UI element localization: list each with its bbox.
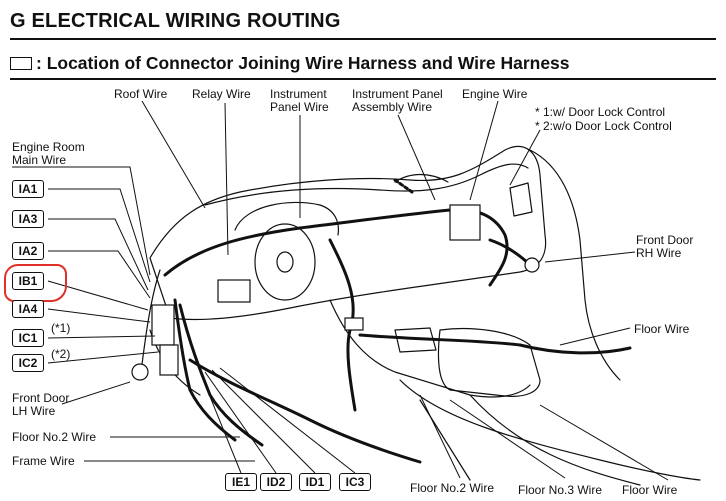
title-underline	[10, 38, 716, 40]
leader-ic3	[219, 367, 356, 474]
leader-front-door-lh	[61, 381, 131, 405]
connector-ic2: IC2	[12, 354, 44, 372]
steering-wheel	[254, 223, 316, 301]
section-subtitle: : Location of Connector Joining Wire Har…	[10, 53, 570, 74]
page-title: G ELECTRICAL WIRING ROUTING	[10, 10, 341, 32]
right-door-edge	[529, 149, 621, 381]
connector-ia1: IA1	[12, 180, 44, 198]
floor-contour-2	[419, 399, 471, 481]
leader-ib1	[47, 280, 149, 311]
label-note-2: * 2:w/o Door Lock Control	[535, 119, 672, 133]
label-engine-wire: Engine Wire	[462, 87, 528, 101]
label-engine-room-main-2: Main Wire	[12, 153, 67, 167]
left-junction	[151, 304, 175, 346]
label-floor-no2-bottom: Floor No.2 Wire	[410, 481, 495, 495]
connector-id2: ID2	[260, 473, 292, 491]
label-instrument-panel-wire-2: Panel Wire	[270, 100, 329, 114]
connector-ia2: IA2	[12, 242, 44, 260]
label-front-door-rh-1: Front Door	[636, 233, 694, 247]
console-connector	[344, 317, 364, 331]
left-junction-2	[159, 344, 179, 376]
leader-id1	[211, 369, 316, 474]
label-ip-assembly-wire-1: Instrument Panel	[352, 87, 443, 101]
harness-left-down	[173, 298, 237, 442]
label-floor-wire: Floor Wire	[634, 322, 690, 336]
air-vent-right	[509, 182, 533, 217]
label-front-door-lh-2: LH Wire	[12, 404, 56, 418]
label-floor-bottom: Floor Wire	[622, 483, 678, 497]
label-roof-wire: Roof Wire	[114, 87, 168, 101]
leader-ic2	[47, 351, 159, 364]
label-instrument-panel-wire-1: Instrument	[270, 87, 327, 101]
leader-floor-no2-bottom	[419, 394, 461, 479]
cluster-hood	[234, 201, 340, 236]
connector-ia4: IA4	[12, 300, 44, 318]
label-note-1: * 1:w/ Door Lock Control	[535, 105, 666, 119]
subtitle-underline	[10, 78, 716, 80]
leader-note	[509, 129, 541, 186]
main-harness	[163, 208, 509, 287]
door-rh-grommet	[524, 257, 540, 273]
leader-ic1	[47, 335, 156, 339]
label-front-door-rh-2: RH Wire	[636, 246, 682, 260]
steering-hub	[276, 251, 294, 273]
label-engine-room-main-1: Engine Room	[12, 140, 85, 154]
leader-ia4	[47, 308, 151, 323]
leader-ia2	[48, 250, 151, 299]
label-floor-no2-left: Floor No.2 Wire	[12, 430, 97, 444]
harness-left-down-2	[178, 303, 264, 447]
leader-floor-wire	[559, 327, 631, 346]
label-frame-wire: Frame Wire	[12, 454, 75, 468]
label-relay-wire: Relay Wire	[192, 87, 251, 101]
label-ip-assembly-wire-2: Assembly Wire	[352, 100, 433, 114]
leader-engine-room-main	[12, 166, 151, 276]
engine-bay-edge	[394, 173, 449, 183]
leader-engine-wire	[469, 100, 499, 201]
leader-ia3	[48, 218, 149, 291]
harness-floor	[358, 333, 632, 355]
dashboard-top-edge	[204, 163, 529, 206]
label-front-door-lh-1: Front Door	[12, 391, 70, 405]
harness-right-door	[488, 238, 532, 267]
floor-contour	[399, 379, 701, 481]
dashboard-outline	[149, 145, 547, 321]
door-lh-grommet	[131, 363, 149, 381]
console-box	[437, 327, 541, 397]
center-console	[329, 299, 531, 398]
relay-block	[217, 279, 251, 303]
rectangle-symbol-icon	[10, 57, 32, 70]
leader-roof-wire	[141, 100, 206, 209]
harness-center-down	[188, 358, 422, 464]
leader-front-door-rh	[544, 251, 636, 263]
label-ic1-note: (*1)	[51, 321, 71, 335]
leader-ie1	[199, 371, 242, 474]
connector-ic3: IC3	[339, 473, 371, 491]
subtitle-text: : Location of Connector Joining Wire Har…	[36, 53, 570, 73]
shift-area	[394, 327, 437, 353]
connector-ic1: IC1	[12, 329, 44, 347]
leader-floor-no3-bottom	[449, 399, 566, 479]
leader-id2	[204, 371, 277, 474]
connector-ia3: IA3	[12, 210, 44, 228]
label-floor-no3-bottom: Floor No.3 Wire	[518, 483, 603, 497]
leader-ip-assembly-wire	[397, 114, 436, 201]
leader-floor-bottom	[539, 404, 669, 481]
connector-id1: ID1	[299, 473, 331, 491]
connector-ib1: IB1	[12, 272, 44, 290]
floor-contour-3	[469, 394, 641, 486]
label-ic2-note: (*2)	[51, 347, 71, 361]
center-module	[449, 204, 481, 241]
harness-engine-dashed	[393, 178, 414, 194]
leader-ia1	[48, 188, 151, 283]
connector-ie1: IE1	[225, 473, 257, 491]
leader-relay-wire	[224, 102, 229, 256]
